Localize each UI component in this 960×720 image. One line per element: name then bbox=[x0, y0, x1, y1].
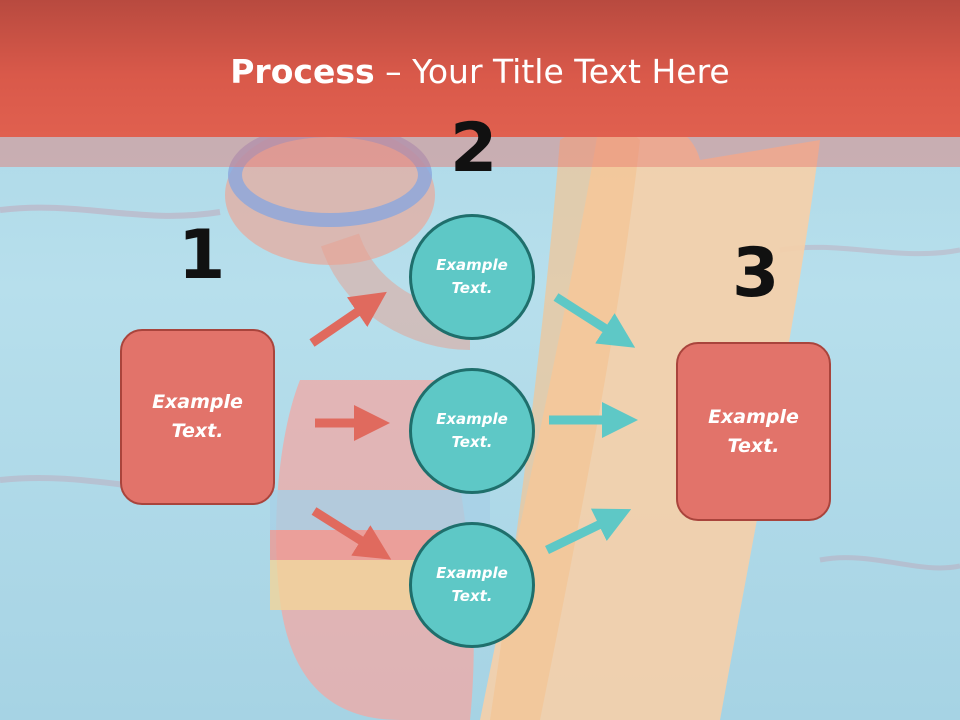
step-number-2: 2 bbox=[450, 109, 498, 188]
right-box-text: Example Text. bbox=[708, 405, 799, 457]
title-bold: Process bbox=[230, 52, 375, 91]
arrow-left-to-bottom bbox=[311, 507, 392, 560]
slide-title: Process – Your Title Text Here bbox=[0, 52, 960, 91]
step-number-3: 3 bbox=[732, 234, 780, 313]
circle-middle[interactable]: Example Text. bbox=[409, 368, 535, 494]
circle-bottom[interactable]: Example Text. bbox=[409, 522, 535, 648]
arrow-left-to-top bbox=[309, 291, 387, 347]
right-box[interactable]: Example Text. bbox=[676, 342, 831, 521]
circle-top[interactable]: Example Text. bbox=[409, 214, 535, 340]
header-bar bbox=[0, 0, 960, 137]
left-box[interactable]: Example Text. bbox=[120, 329, 275, 505]
title-rest: – Your Title Text Here bbox=[374, 52, 730, 91]
left-box-text: Example Text. bbox=[152, 391, 243, 442]
arrow-bottom-to-right bbox=[545, 508, 632, 555]
circle-top-text: Example Text. bbox=[436, 256, 508, 297]
arrow-top-to-right bbox=[553, 293, 636, 348]
header-fade bbox=[0, 137, 960, 167]
circle-middle-text: Example Text. bbox=[436, 410, 508, 451]
circle-bottom-text: Example Text. bbox=[436, 564, 508, 605]
step-number-1: 1 bbox=[178, 216, 226, 295]
